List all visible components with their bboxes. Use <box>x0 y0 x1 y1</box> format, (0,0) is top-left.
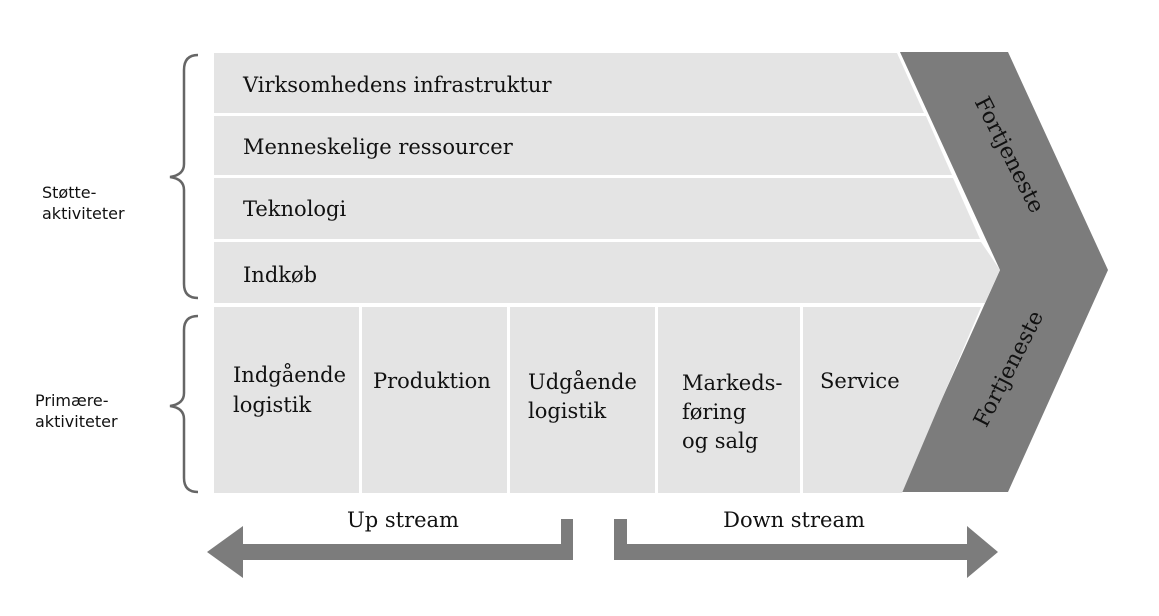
support-row-infrastructure <box>214 53 924 113</box>
support-row-hr <box>214 116 952 175</box>
margin-chevron <box>900 52 1108 492</box>
downstream-arrow <box>614 519 998 578</box>
primary-col-label: Indgående <box>233 363 346 387</box>
primary-cell-operations <box>362 307 507 493</box>
support-side-label: Støtte- <box>42 183 96 202</box>
support-row-label: Menneskelige ressourcer <box>243 135 514 159</box>
support-row-label: Virksomhedens infrastruktur <box>242 73 552 97</box>
primary-col-label: Markeds- <box>682 371 783 395</box>
primary-cell-inbound <box>214 307 359 493</box>
downstream-label: Down stream <box>723 508 865 532</box>
primary-brace <box>169 314 199 494</box>
primary-col-label: Udgående <box>528 370 637 394</box>
primary-col-label: logistik <box>528 399 606 423</box>
upstream-label: Up stream <box>347 508 459 532</box>
primary-col-label: føring <box>682 400 746 424</box>
support-row-procurement <box>214 242 1000 303</box>
upstream-arrow <box>207 519 573 578</box>
primary-side-label: aktiviteter <box>35 412 118 431</box>
support-row-label: Teknologi <box>243 197 346 221</box>
primary-side-label: Primære- <box>35 391 109 410</box>
primary-cell-service <box>803 307 981 493</box>
primary-col-label: logistik <box>233 393 311 417</box>
support-row-technology <box>214 178 980 239</box>
support-brace <box>169 53 199 300</box>
primary-cell-outbound <box>510 307 655 493</box>
primary-cell-marketing <box>658 307 800 493</box>
support-side-label: aktiviteter <box>42 204 125 223</box>
support-row-label: Indkøb <box>243 263 317 287</box>
primary-col-label: Service <box>820 369 900 393</box>
primary-col-label: Produktion <box>373 369 491 393</box>
primary-col-label: og salg <box>682 429 758 453</box>
